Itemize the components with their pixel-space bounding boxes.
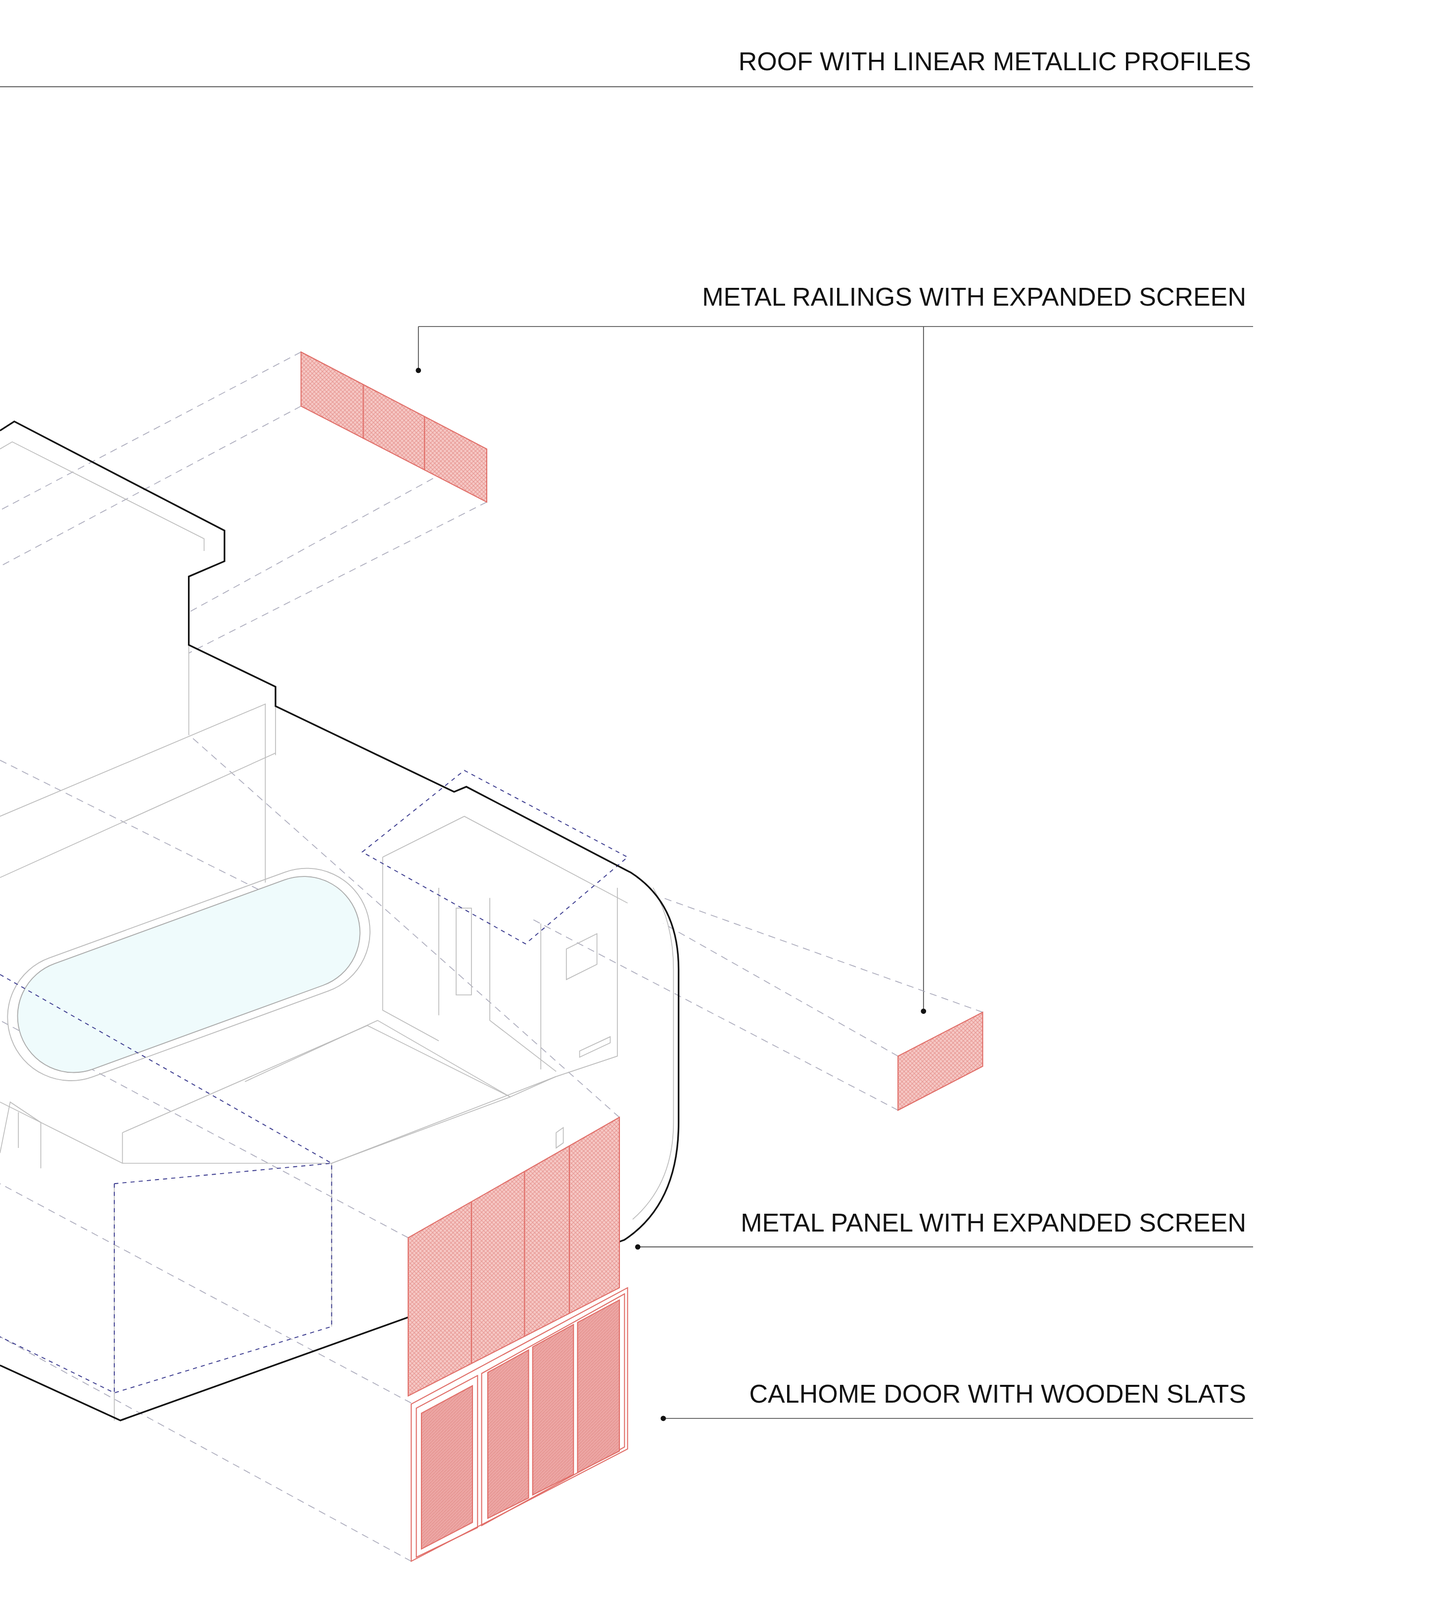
callout-label: METAL RAILINGS WITH EXPANDED SCREEN [700, 282, 1249, 311]
title-label: ROOF WITH LINEAR METALLIC PROFILES [736, 47, 1254, 76]
callout-label: CALHOME DOOR WITH WOODEN SLATS [747, 1380, 1249, 1408]
callout-label: METAL PANEL WITH EXPANDED SCREEN [738, 1209, 1249, 1237]
